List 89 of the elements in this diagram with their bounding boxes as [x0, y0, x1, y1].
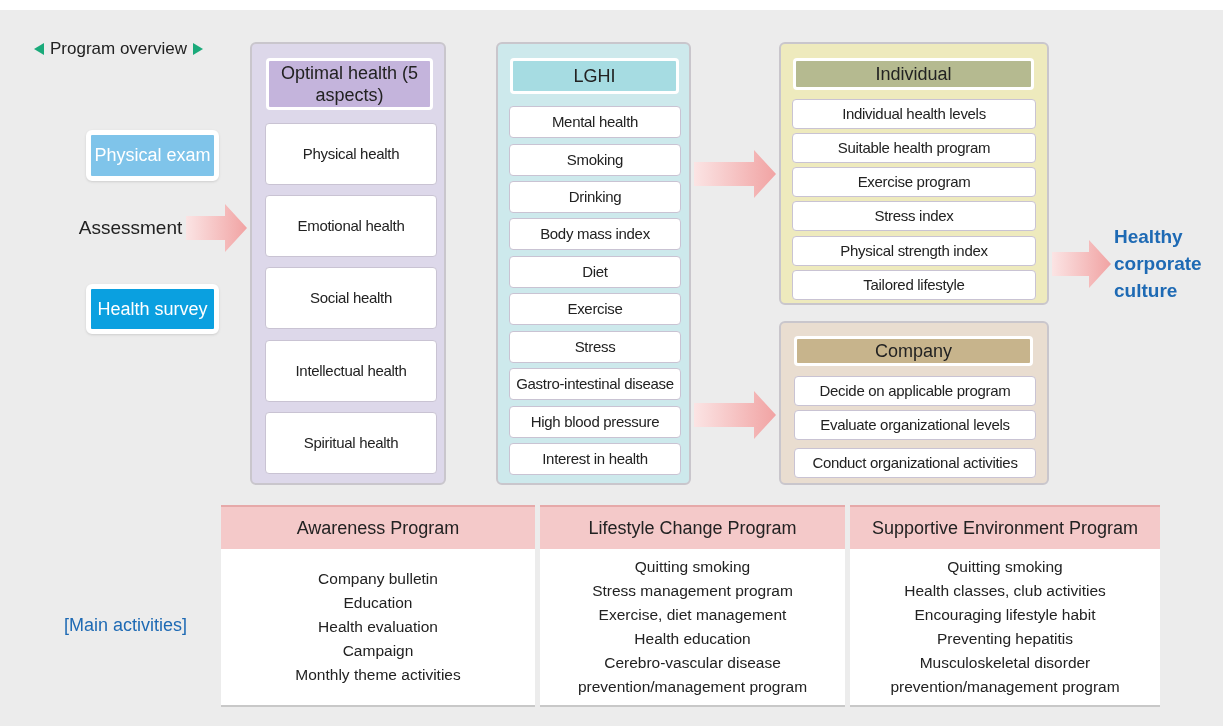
- category-panel: [779, 42, 1049, 305]
- item-box: [265, 123, 437, 185]
- item-text: Smoking: [566, 149, 624, 170]
- header-text: LGHI: [573, 65, 616, 87]
- item-text: High blood pressure: [530, 411, 660, 432]
- item-text: Interest in health: [542, 448, 648, 469]
- block-arrow: [694, 391, 776, 439]
- item-box: [509, 181, 681, 213]
- category-panel: [496, 42, 691, 485]
- item-box: [792, 167, 1036, 197]
- item-box: [509, 406, 681, 438]
- activity-text: Quitting smoking: [947, 557, 1063, 577]
- header-text: Awareness Program: [296, 516, 460, 540]
- activity-text: Health evaluation: [318, 617, 438, 637]
- item-text: Exercise: [567, 298, 623, 319]
- activity-text: Encouraging lifestyle habit: [914, 605, 1096, 625]
- item-box: [265, 412, 437, 474]
- item-text: Conduct organizational activities: [812, 452, 1018, 473]
- item-box: [794, 376, 1036, 406]
- source-box: [86, 284, 219, 334]
- title: Program overview: [50, 38, 187, 60]
- activity-text: Quitting smoking: [634, 557, 751, 577]
- header-text: Individual: [875, 63, 952, 85]
- item-box: [792, 236, 1036, 266]
- item-box: [509, 331, 681, 363]
- item-text: Stress: [574, 336, 616, 357]
- activity-text: Company bulletin: [318, 569, 438, 589]
- program-column: [221, 505, 535, 707]
- item-text: Physical strength index: [840, 240, 988, 261]
- header-text: Lifestyle Change Program: [588, 516, 797, 540]
- header-text: Company: [874, 340, 952, 362]
- item-box: [509, 368, 681, 400]
- item-box: [509, 293, 681, 325]
- category-panel: [250, 42, 446, 485]
- item-text: Evaluate organizational levels: [820, 414, 1010, 435]
- block-arrow: [1052, 240, 1111, 288]
- row-label: [Main activities]: [64, 615, 188, 635]
- activity-text: Health education: [634, 629, 751, 649]
- item-box: [265, 267, 437, 329]
- activity-text: Musculoskeletal disorder prevention/management program: [889, 653, 1121, 697]
- item-text: Individual health levels: [842, 103, 986, 124]
- item-text: Spiritual health: [303, 432, 399, 453]
- header-text: Optimal health (5 aspects): [279, 62, 420, 106]
- program-column: [850, 505, 1160, 707]
- item-text: Suitable health program: [837, 137, 991, 158]
- program-column: [540, 505, 845, 707]
- activity-text: Campaign: [342, 641, 414, 661]
- block-arrow: [186, 204, 247, 252]
- activity-text: Stress management program: [592, 581, 793, 601]
- item-text: Stress index: [874, 205, 954, 226]
- activity-text: Monthly theme activities: [295, 665, 461, 685]
- item-text: Body mass index: [540, 223, 650, 244]
- item-box: [509, 218, 681, 250]
- header-text: Supportive Environment Program: [871, 516, 1139, 540]
- item-text: Decide on applicable program: [819, 380, 1011, 401]
- item-text: Mental health: [551, 111, 639, 132]
- item-box: [509, 256, 681, 288]
- item-box: [794, 448, 1036, 478]
- item-text: Diet: [582, 261, 608, 282]
- source-box: [86, 130, 219, 181]
- item-box: [265, 340, 437, 402]
- item-text: Tailored lifestyle: [863, 274, 965, 295]
- item-box: [509, 106, 681, 138]
- item-box: [794, 410, 1036, 440]
- step-label: Assessment: [78, 215, 183, 240]
- item-box: [792, 270, 1036, 300]
- item-box: [265, 195, 437, 257]
- item-text: Physical health: [302, 143, 400, 164]
- activity-text: Education: [343, 593, 413, 613]
- item-text: Intellectual health: [295, 360, 407, 381]
- activity-text: Health classes, club activities: [904, 581, 1106, 601]
- activity-text: Preventing hepatitis: [936, 629, 1074, 649]
- item-text: Emotional health: [297, 215, 405, 236]
- item-box: [792, 99, 1036, 129]
- item-text: Gastro-intestinal disease: [516, 373, 674, 394]
- item-box: [509, 144, 681, 176]
- outcome-label: Healthy corporate culture: [1114, 224, 1203, 303]
- category-panel: [779, 321, 1049, 485]
- item-text: Social health: [310, 287, 392, 308]
- activity-text: Exercise, diet management: [598, 605, 787, 625]
- item-box: [792, 201, 1036, 231]
- item-box: [509, 443, 681, 475]
- source-label: Health survey: [97, 297, 208, 321]
- item-text: Exercise program: [857, 171, 971, 192]
- source-label: Physical exam: [94, 144, 211, 167]
- item-box: [792, 133, 1036, 163]
- activity-text: Cerebro-vascular disease prevention/management program: [576, 653, 809, 697]
- block-arrow: [694, 150, 776, 198]
- item-text: Drinking: [568, 186, 622, 207]
